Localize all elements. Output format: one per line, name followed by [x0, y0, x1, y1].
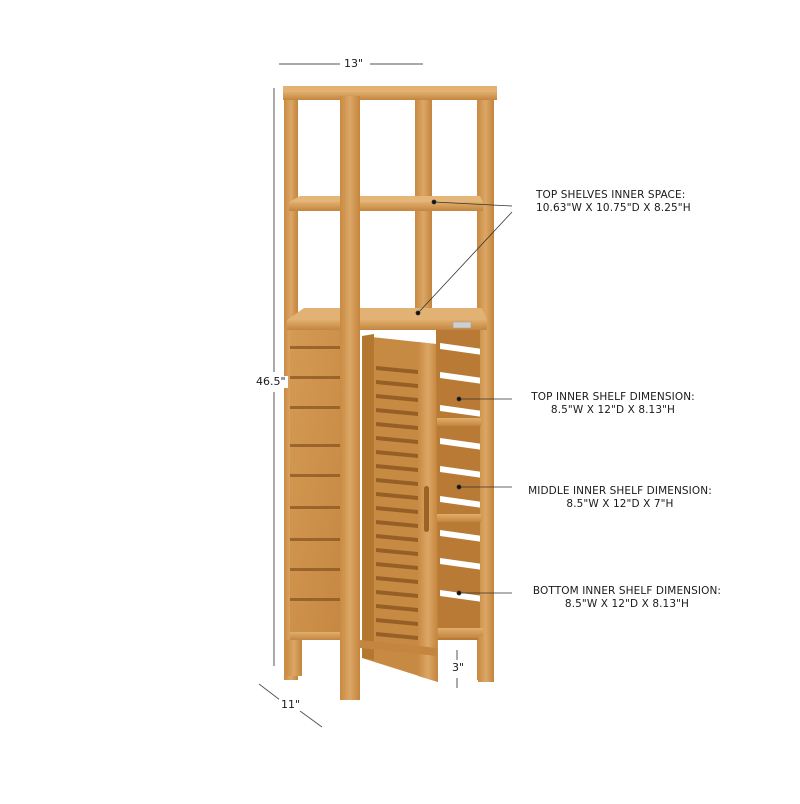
callout-title: MIDDLE INNER SHELF DIMENSION:: [528, 485, 712, 497]
louvered-door: [362, 334, 438, 682]
callout-value: 10.63"W X 10.75"D X 8.25"H: [536, 202, 691, 214]
left-side-slats: [290, 330, 342, 640]
callout-title: TOP INNER SHELF DIMENSION:: [531, 391, 695, 403]
callout-title: BOTTOM INNER SHELF DIMENSION:: [532, 585, 722, 597]
callout-value: 8.5"W X 12"D X 8.13"H: [564, 598, 690, 610]
front-left-post: [340, 96, 360, 700]
right-side-slats: [436, 330, 483, 640]
bottom-inner-shelf: [437, 628, 483, 638]
middle-open-shelf: [289, 196, 483, 211]
top-inner-shelf: [437, 418, 481, 426]
middle-inner-shelf: [437, 514, 481, 522]
callout-top-shelves-inner-space: TOP SHELVES INNER SPACE: 10.63"W X 10.75…: [536, 189, 691, 215]
leg-clearance-label: 3": [450, 661, 467, 674]
back-right-leg: [478, 636, 494, 682]
magnet-latch: [452, 321, 472, 329]
width-label: 13": [342, 57, 366, 70]
back-left-leg: [286, 640, 302, 676]
callout-top-inner-shelf: TOP INNER SHELF DIMENSION: 8.5"W X 12"D …: [514, 391, 712, 417]
callout-value: 8.5"W X 12"D X 7"H: [566, 498, 674, 510]
back-frame: [415, 96, 494, 680]
door-handle-slot: [424, 486, 429, 532]
callout-bottom-inner-shelf: BOTTOM INNER SHELF DIMENSION: 8.5"W X 12…: [516, 585, 738, 611]
depth-label: 11": [279, 698, 303, 711]
callout-leaders: [415, 199, 513, 596]
top-board: [283, 86, 497, 100]
cabinet-top-shelf: [287, 308, 487, 330]
depth-dimension-line: [258, 683, 323, 728]
callout-value: 8.5"W X 12"D X 8.13"H: [550, 404, 676, 416]
callout-middle-inner-shelf: MIDDLE INNER SHELF DIMENSION: 8.5"W X 12…: [514, 485, 726, 511]
height-label: 46.5": [254, 375, 288, 388]
callout-title: TOP SHELVES INNER SPACE:: [536, 189, 686, 201]
